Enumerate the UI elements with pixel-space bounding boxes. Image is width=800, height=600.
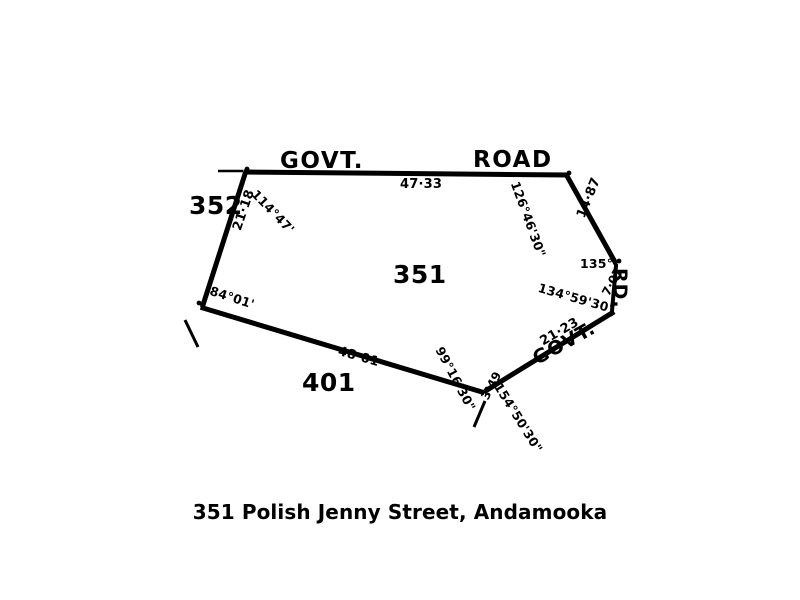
dimension-label-road-top: 47·33 bbox=[400, 177, 443, 192]
corner-dot-south-junction bbox=[484, 386, 490, 392]
boundary-line-south-long bbox=[199, 304, 486, 396]
lot-label-352: 352 bbox=[189, 191, 243, 220]
lot-label-401: 401 bbox=[302, 368, 356, 397]
plan-caption: 351 Polish Jenny Street, Andamooka bbox=[192, 500, 608, 524]
corner-dot-north-west bbox=[244, 166, 250, 172]
bearing-label-east-135: 135° bbox=[580, 256, 614, 271]
corner-dot-west bbox=[196, 300, 202, 306]
survey-tick-south bbox=[472, 400, 487, 428]
boundary-line-south-east bbox=[483, 309, 616, 394]
corner-dot-east-upper bbox=[616, 258, 622, 264]
boundary-line-north-east bbox=[563, 172, 619, 266]
boundary-line-road-top bbox=[243, 169, 569, 178]
corner-dot-north-east bbox=[566, 170, 572, 176]
boundary-line-north-west bbox=[199, 170, 249, 309]
boundary-line-east-short bbox=[609, 263, 619, 314]
survey-tick-west bbox=[183, 319, 200, 348]
road-label-govt-top: GOVT. bbox=[280, 148, 365, 174]
corner-dot-east-lower bbox=[608, 311, 614, 317]
lot-label-351: 351 bbox=[393, 260, 447, 289]
road-label-road-top: ROAD bbox=[473, 147, 553, 173]
